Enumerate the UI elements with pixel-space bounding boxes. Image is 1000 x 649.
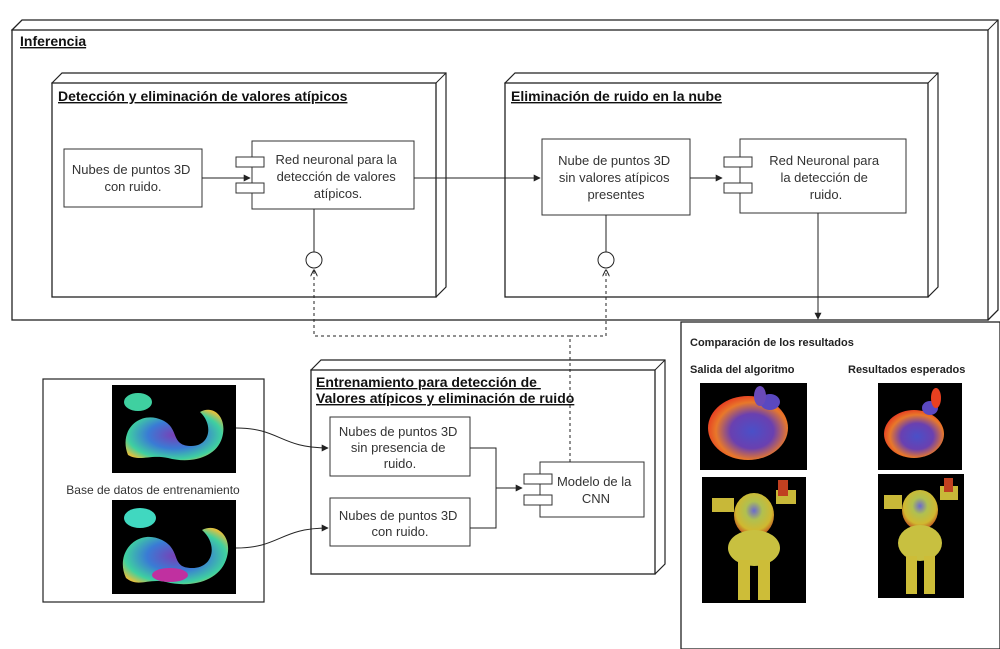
training-title-line-1: Entrenamiento para detección de — [316, 374, 537, 390]
denoise-interface-circle — [597, 251, 615, 269]
cnn-model-line-1: Modelo de la — [557, 474, 632, 489]
noisy-cloud-line-1: Nubes de puntos 3D — [72, 162, 191, 177]
training-module: Entrenamiento para detección de Valores … — [310, 359, 666, 575]
denoise-nn-box — [739, 138, 907, 214]
cnn-model-line-2: CNN — [582, 491, 610, 506]
dragon-image-clean — [112, 385, 236, 473]
clean-cloud-box — [541, 138, 691, 216]
component-port-icon — [235, 156, 265, 168]
outlier-interface-circle — [305, 251, 323, 269]
comparison-title: Comparación de los resultados — [690, 337, 854, 349]
cnn-model-box — [539, 461, 645, 518]
denoise-module: Eliminación de ruido en la nube Nube de … — [503, 72, 939, 298]
training-noisy-box — [329, 497, 471, 547]
database-label: Base de datos de entrenamiento — [66, 483, 240, 497]
expected-results-header: Resultados esperados — [848, 364, 965, 376]
outlier-nn-box — [251, 140, 415, 210]
denoise-nn-line-3: ruido. — [810, 187, 843, 202]
noisy-cloud-input-box — [63, 148, 203, 208]
outlier-module: Detección y eliminación de valores atípi… — [51, 72, 447, 298]
denoise-nn-text: Red Neuronal para la detección de ruido. — [769, 153, 882, 202]
clean-cloud-line-2: sin valores atípicos — [559, 170, 670, 185]
expected-figure-image — [878, 474, 964, 598]
training-noisy-line-2: con ruido. — [371, 524, 428, 539]
component-port-icon — [523, 473, 553, 485]
noisy-cloud-line-2: con ruido. — [104, 179, 161, 194]
outlier-nn-line-3: atípicos. — [314, 186, 362, 201]
output-bunny-image — [700, 383, 807, 470]
outlier-nn-text: Red neuronal para la detección de valore… — [275, 152, 400, 201]
output-figure-image — [702, 477, 806, 603]
training-title: Entrenamiento para detección de Valores … — [316, 374, 574, 406]
component-port-icon — [235, 182, 265, 194]
clean-cloud-line-3: presentes — [587, 187, 645, 202]
expected-bunny-image — [878, 383, 962, 470]
training-clean-text: Nubes de puntos 3D sin presencia de ruid… — [339, 424, 461, 471]
training-clean-box — [329, 416, 471, 477]
line-noisy-to-cnn — [470, 488, 497, 529]
denoise-module-title: Eliminación de ruido en la nube — [511, 88, 722, 104]
component-port-icon — [723, 156, 753, 168]
training-noisy-line-1: Nubes de puntos 3D — [339, 508, 458, 523]
clean-cloud-line-1: Nube de puntos 3D — [558, 153, 670, 168]
component-port-icon — [523, 494, 553, 506]
dashed-cnn-to-denoise — [570, 270, 606, 337]
arrow-dragon-noisy-to-training — [235, 524, 329, 549]
arrow-dragon-clean-to-training — [235, 427, 329, 452]
training-clean-line-1: Nubes de puntos 3D — [339, 424, 458, 439]
outlier-module-title: Detección y eliminación de valores atípi… — [58, 88, 348, 104]
component-port-icon — [723, 182, 753, 194]
comparison-panel: Comparación de los resultados Salida del… — [680, 321, 1000, 649]
cnn-model-text: Modelo de la CNN — [557, 474, 635, 506]
algorithm-output-header: Salida del algoritmo — [690, 364, 795, 376]
denoise-nn-line-2: la detección de — [780, 170, 867, 185]
training-clean-line-3: ruido. — [384, 456, 417, 471]
outlier-nn-line-2: detección de valores — [277, 169, 397, 184]
clean-cloud-text: Nube de puntos 3D sin valores atípicos p… — [558, 153, 674, 202]
training-noisy-text: Nubes de puntos 3D con ruido. — [339, 508, 461, 539]
inferencia-title: Inferencia — [20, 33, 86, 49]
denoise-nn-line-1: Red Neuronal para — [769, 153, 880, 168]
outlier-nn-line-1: Red neuronal para la — [275, 152, 397, 167]
training-title-line-2: Valores atípicos y eliminación de ruido — [316, 390, 574, 406]
dragon-image-noisy — [112, 500, 236, 594]
dashed-cnn-to-outlier — [314, 270, 571, 462]
training-clean-line-2: sin presencia de — [351, 440, 446, 455]
noisy-cloud-input-text: Nubes de puntos 3D con ruido. — [72, 162, 194, 194]
database-panel: Base de datos de entrenamiento — [42, 378, 265, 603]
arrow-clean-to-cnn — [470, 447, 523, 492]
